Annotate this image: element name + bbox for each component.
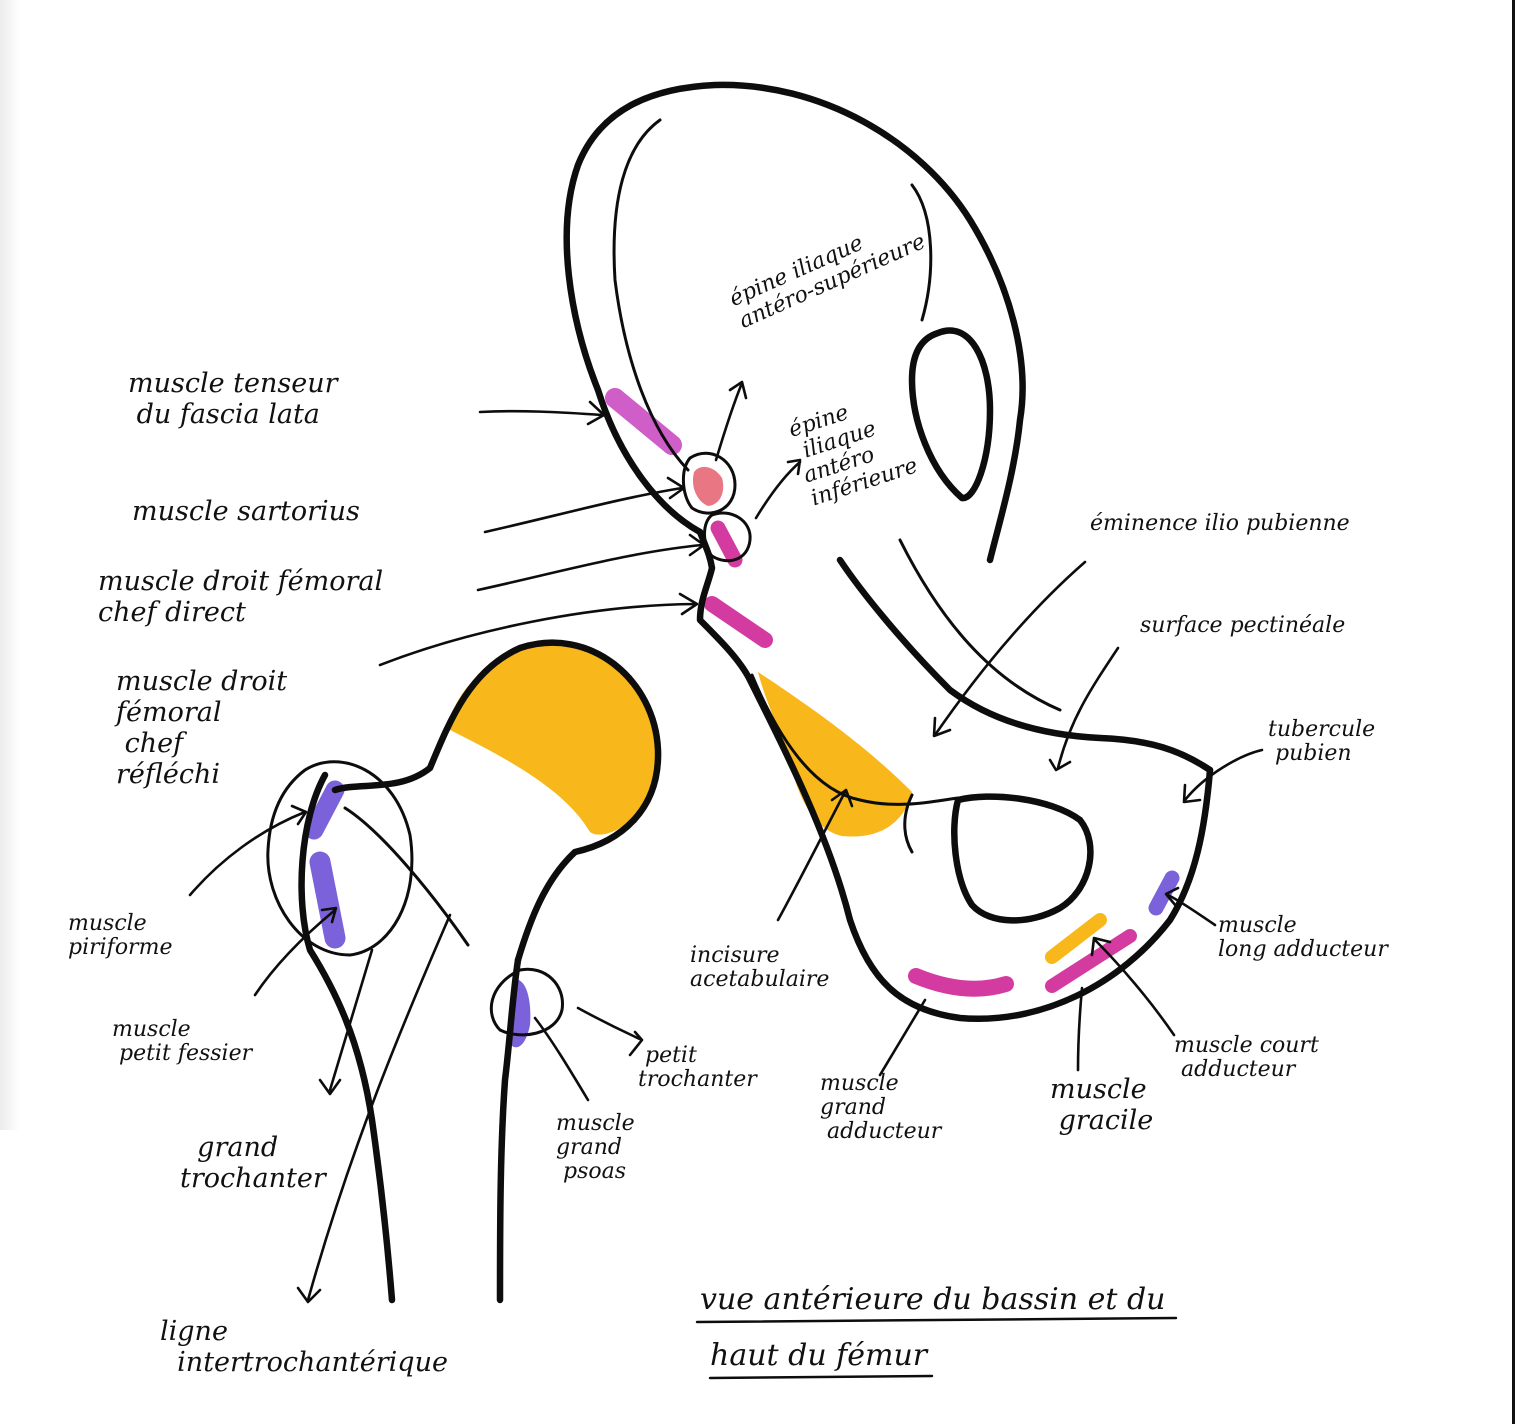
femur-head-neck-outline xyxy=(331,639,662,964)
arrow-long-add xyxy=(1164,886,1217,927)
arrow-eminence xyxy=(932,560,1087,738)
sacral-surface-outline xyxy=(908,327,994,502)
label-long-adducteur: muscle long adducteur xyxy=(1218,913,1388,962)
intertrochanteric-crest xyxy=(343,806,470,947)
arrow-petit-trochanter xyxy=(576,1006,644,1057)
iliopectineal-line xyxy=(898,538,1062,712)
arrow-piriforme xyxy=(188,804,308,897)
label-arrows xyxy=(188,380,1264,1304)
arrow-droit-reflechi xyxy=(378,592,699,667)
label-droit-reflechi: muscle droit fémoral chef réfléchi xyxy=(116,666,288,790)
diagram-title-line-1: vue antérieure du bassin et du xyxy=(700,1282,1166,1317)
femur-shaft-left xyxy=(298,771,396,1304)
title-underline-2 xyxy=(708,1374,934,1380)
arrow-tubercule xyxy=(1182,748,1264,804)
arrow-sartorius xyxy=(483,476,686,534)
arrow-droit-direct xyxy=(476,533,706,592)
adductor-longus-zone xyxy=(1148,870,1180,916)
arrow-epine-inf xyxy=(754,458,802,520)
aiis-circle xyxy=(703,511,752,563)
acetabular-rim-line xyxy=(750,673,960,806)
arrow-grand-add xyxy=(878,998,927,1077)
label-tenseur: muscle tenseur du fascia lata xyxy=(128,368,338,430)
arrow-surface xyxy=(1048,646,1120,772)
arrow-gracile xyxy=(1076,986,1084,1072)
greater-trochanter-circle xyxy=(266,760,414,957)
page-border-line xyxy=(1512,0,1515,1424)
adductor-magnus-zone xyxy=(908,968,1014,997)
arrow-ligne-inter xyxy=(296,913,452,1304)
arrow-psoas xyxy=(533,1016,590,1102)
rectus-reflected-zone xyxy=(704,596,773,648)
sartorius-zone xyxy=(692,466,724,506)
obturator-foramen xyxy=(951,793,1094,924)
label-surface-pect: surface pectinéale xyxy=(1140,613,1346,638)
iliac-wing-outline xyxy=(563,81,1026,564)
label-droit-direct: muscle droit fémoral chef direct xyxy=(98,566,384,628)
pubic-upper-border xyxy=(836,556,1214,774)
title-underline-1 xyxy=(695,1316,1178,1324)
bone-outlines xyxy=(266,81,1214,1304)
piriformis-zone xyxy=(304,780,345,840)
arrow-epine-sup xyxy=(714,380,748,462)
paper-edge-shadow xyxy=(0,0,20,1130)
arrow-tenseur xyxy=(478,400,606,426)
title-underlines xyxy=(695,1316,1178,1380)
acetabular-notch-line xyxy=(903,793,914,854)
iliac-crest-inner xyxy=(612,118,690,472)
femur-shaft-right xyxy=(496,956,522,1304)
label-incisure: incisure acetabulaire xyxy=(690,943,830,992)
label-gracile: muscle gracile xyxy=(1050,1074,1154,1136)
arrow-petit-fessier xyxy=(253,906,338,997)
label-sartorius: muscle sartorius xyxy=(132,496,360,527)
acetabulum-cartilage xyxy=(758,672,912,837)
adductor-brevis-zone xyxy=(1045,913,1107,964)
label-court-adducteur: muscle court adducteur xyxy=(1174,1033,1319,1082)
label-grand-adducteur: muscle grand adducteur xyxy=(820,1071,942,1144)
label-petit-fessier: muscle petit fessier xyxy=(112,1017,253,1066)
lesser-trochanter-circle xyxy=(489,967,564,1037)
label-grand-trochanter: grand trochanter xyxy=(180,1132,326,1194)
rectus-direct-zone xyxy=(710,520,743,568)
gluteus-minimus-zone xyxy=(309,851,346,949)
asis-circle xyxy=(682,451,737,515)
femoral-head-cartilage xyxy=(450,644,657,835)
arrow-incisure xyxy=(776,788,854,922)
gracilis-zone xyxy=(1045,929,1137,993)
label-ligne-inter: ligne intertrochantérique xyxy=(160,1316,448,1378)
label-petit-trochanter: petit trochanter xyxy=(638,1043,757,1092)
arrow-grand-trochanter xyxy=(318,948,374,1096)
anterior-border xyxy=(696,528,1214,1023)
label-tubercule: tubercule pubien xyxy=(1268,717,1376,766)
label-piriforme: muscle piriforme xyxy=(68,911,173,960)
label-eminence: éminence ilio pubienne xyxy=(1090,511,1350,536)
diagram-title-line-2: haut du fémur xyxy=(710,1338,928,1373)
arrow-court-add xyxy=(1090,936,1176,1037)
iliac-fossa-line xyxy=(910,183,933,322)
label-psoas: muscle grand psoas xyxy=(556,1111,635,1184)
